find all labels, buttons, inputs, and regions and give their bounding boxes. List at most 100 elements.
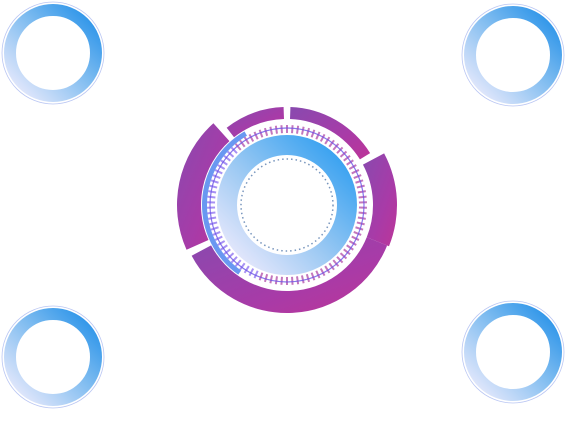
- tick-mark: [355, 226, 364, 231]
- tick-mark: [274, 125, 278, 134]
- tick-mark: [336, 256, 344, 264]
- tick-mark: [324, 265, 331, 274]
- arc-right: [362, 153, 398, 247]
- dotted-core-ring: [240, 158, 334, 252]
- tick-mark: [230, 146, 238, 154]
- tick-mark: [226, 252, 235, 260]
- tick-mark: [305, 273, 311, 283]
- tick-mark: [339, 150, 348, 158]
- tick-mark: [269, 126, 274, 135]
- tick-mark: [310, 129, 316, 138]
- tick-mark: [328, 262, 335, 271]
- tick-mark: [355, 179, 364, 184]
- tick-mark: [220, 159, 228, 166]
- tick-mark: [243, 265, 250, 274]
- tick-mark: [217, 164, 226, 170]
- tick-mark: [210, 179, 219, 184]
- tick-mark: [336, 146, 344, 154]
- tick-mark: [223, 248, 231, 256]
- tick-mark: [339, 252, 348, 260]
- tick-mark: [315, 131, 321, 140]
- tick-ring: [207, 125, 367, 285]
- tick-mark: [263, 127, 269, 137]
- tick-mark: [212, 231, 221, 236]
- tick-mark: [208, 216, 217, 220]
- tick-mark: [239, 262, 246, 271]
- tick-mark: [300, 275, 305, 284]
- tick-mark: [357, 190, 366, 194]
- tick-mark: [248, 268, 255, 277]
- tick-mark: [209, 184, 218, 189]
- tick-mark: [343, 154, 351, 162]
- corner-ring-bottom-left: [1, 305, 105, 409]
- tick-mark: [296, 125, 300, 134]
- tick-mark: [217, 240, 226, 246]
- tick-mark: [274, 276, 278, 285]
- arc-top-right: [290, 107, 371, 160]
- tick-mark: [212, 174, 221, 179]
- tick-mark: [239, 139, 246, 148]
- tick-mark: [280, 125, 283, 134]
- tick-mark: [269, 275, 274, 284]
- tick-mark: [353, 174, 362, 179]
- tick-mark: [230, 256, 238, 264]
- tick-mark: [351, 235, 360, 241]
- tick-mark: [305, 127, 311, 137]
- center-radial-ring: [177, 107, 398, 314]
- tick-mark: [348, 240, 357, 246]
- inner-gradient-ring: [217, 135, 357, 275]
- tick-mark: [332, 259, 340, 267]
- tick-mark: [328, 139, 335, 148]
- tick-mark: [243, 136, 250, 145]
- tick-mark: [346, 159, 354, 166]
- tick-mark: [208, 190, 217, 194]
- tick-mark: [214, 235, 223, 241]
- tick-mark: [310, 272, 316, 281]
- tick-mark: [343, 248, 351, 256]
- tick-mark: [223, 154, 231, 162]
- tick-mark: [332, 143, 340, 151]
- tick-mark: [324, 136, 331, 145]
- outer-arc-segments: [177, 107, 398, 314]
- tick-mark: [207, 195, 216, 199]
- accent-blue-band: [202, 131, 247, 275]
- tick-mark: [296, 276, 300, 285]
- tick-mark: [280, 276, 283, 285]
- corner-ring-bottom-right: [461, 300, 565, 404]
- tick-mark: [351, 169, 360, 175]
- arc-bottom: [191, 237, 388, 314]
- tick-mark: [319, 268, 326, 277]
- tick-mark: [226, 150, 235, 158]
- tick-mark: [300, 126, 305, 135]
- tick-mark: [234, 259, 242, 267]
- tick-mark: [209, 221, 218, 226]
- arc-left: [177, 123, 230, 250]
- tick-mark: [319, 133, 326, 142]
- tick-mark: [234, 143, 242, 151]
- tick-mark: [210, 226, 219, 231]
- tick-mark: [356, 184, 365, 189]
- tick-mark: [291, 276, 294, 285]
- tick-mark: [253, 270, 259, 279]
- tick-mark: [207, 211, 216, 215]
- corner-ring-top-left: [1, 1, 105, 105]
- accent-thin-ring: [209, 127, 365, 283]
- tick-mark: [315, 270, 321, 279]
- tick-mark: [358, 211, 367, 215]
- tick-mark: [253, 131, 259, 140]
- tick-mark: [356, 221, 365, 226]
- tick-mark: [214, 169, 223, 175]
- tick-mark: [291, 125, 294, 134]
- arc-top-left: [226, 107, 284, 138]
- tick-mark: [348, 164, 357, 170]
- tick-mark: [248, 133, 255, 142]
- tick-mark: [258, 129, 264, 138]
- corner-ring-top-right: [461, 3, 565, 107]
- tick-mark: [258, 272, 264, 281]
- tick-mark: [353, 231, 362, 236]
- tick-mark: [358, 195, 367, 199]
- tick-mark: [220, 244, 228, 251]
- tick-mark: [263, 273, 269, 283]
